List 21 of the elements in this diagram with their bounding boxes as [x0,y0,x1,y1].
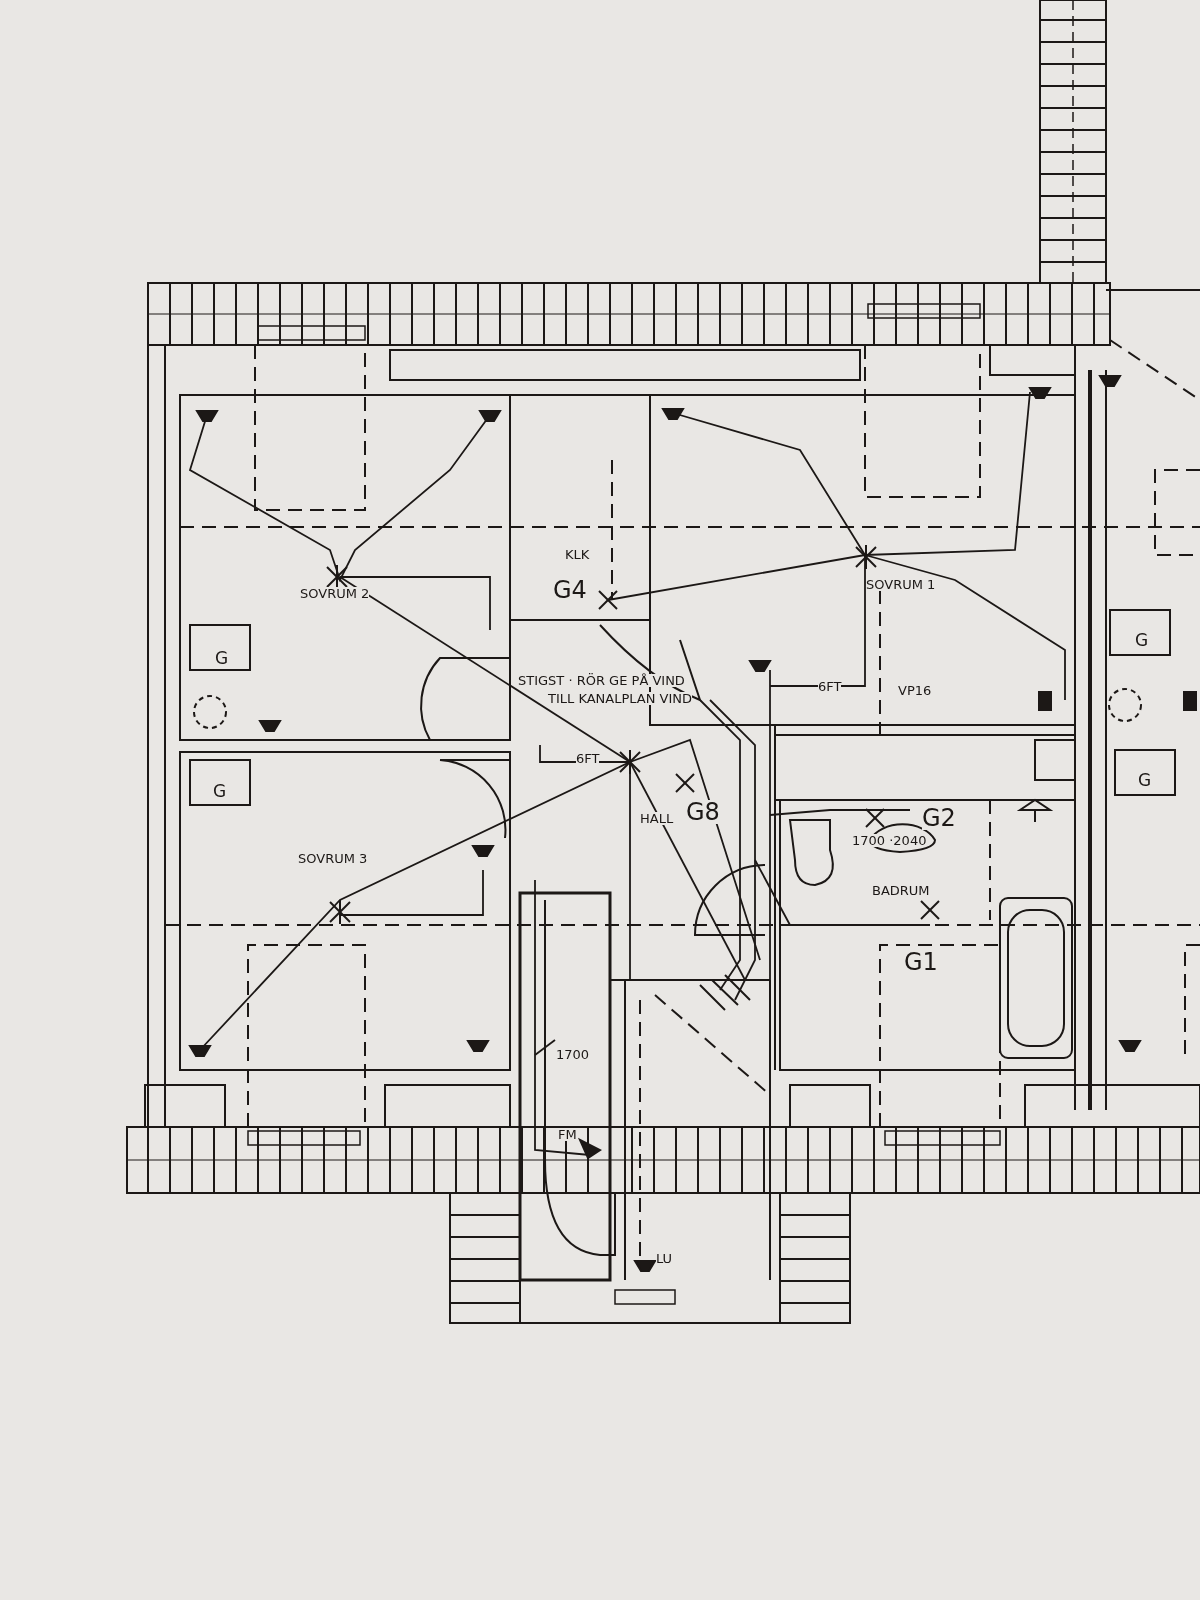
note-text: FM [558,1128,577,1141]
circuit-label: G2 [922,806,956,830]
room-label: HALL [640,812,674,825]
circuit-label: G8 [686,800,720,824]
room-label: G [1135,632,1149,649]
note-text: STIGST · RÖR GE PÅ VIND [518,674,685,687]
room-label: BADRUM [872,884,930,897]
room-label: SOVRUM 2 [300,587,370,600]
room-label: SOVRUM 3 [298,852,368,865]
room-label: KLK [565,548,590,561]
room-label: G [213,783,227,800]
circuit-label: 6FT [818,680,842,693]
note-text: TILL KANALPLAN VIND [548,692,693,705]
room-label: G [1138,772,1152,789]
dimension-text: 1700 ·2040 [852,834,927,847]
room-label: LU [656,1252,673,1265]
room-label: G [215,650,229,667]
room-label: SOVRUM 1 [866,578,936,591]
circuit-label: 6FT [576,752,600,765]
dimension-text: VP16 [898,684,932,697]
dimension-text: 1700 [556,1048,590,1061]
